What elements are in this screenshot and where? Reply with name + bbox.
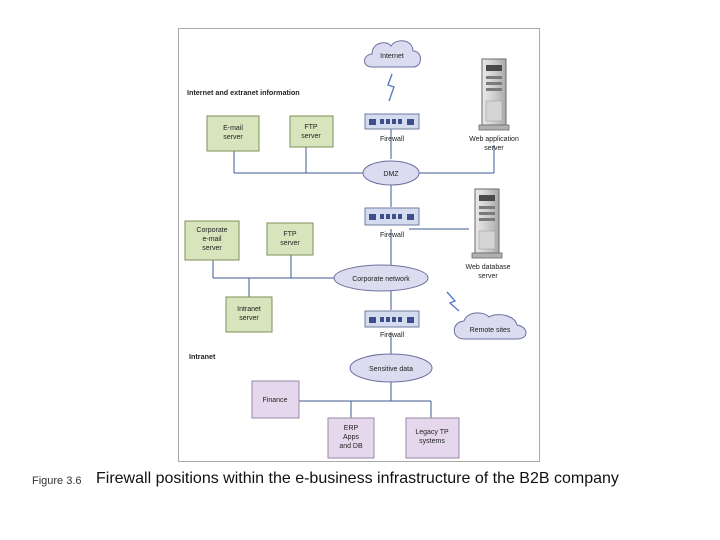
erp-label-3: and DB bbox=[339, 443, 363, 450]
internet-cloud: Internet bbox=[364, 40, 421, 68]
intranet-server-box: Intranet server bbox=[225, 296, 273, 333]
web-app-server-label-1: Web application bbox=[469, 136, 519, 143]
legacy-tp-label-2: systems bbox=[419, 438, 445, 445]
dmz-hub: DMZ bbox=[362, 160, 420, 186]
web-db-server-label-1: Web database bbox=[465, 264, 510, 271]
web-db-server-label-2: server bbox=[478, 273, 498, 280]
firewall-middle-label: Firewall bbox=[380, 232, 405, 239]
intranet-server-label-2: server bbox=[239, 315, 259, 322]
sensitive-data-label: Sensitive data bbox=[369, 366, 413, 373]
email-server-box: E-mail server bbox=[206, 115, 260, 152]
erp-box: ERP Apps and DB bbox=[327, 417, 375, 459]
figure-caption: Firewall positions within the e-business… bbox=[96, 470, 619, 487]
web-database-server: Web database server bbox=[465, 188, 511, 280]
ftp-server-mid-label-1: FTP bbox=[283, 231, 297, 238]
ftp-server-top-label-1: FTP bbox=[304, 124, 318, 131]
web-application-server: Web application server bbox=[469, 58, 519, 152]
corporate-email-server-box: Corporate e-mail server bbox=[184, 220, 240, 261]
remote-lightning-icon bbox=[446, 291, 460, 312]
erp-label-2: Apps bbox=[343, 434, 359, 441]
intranet-server-label-1: Intranet bbox=[237, 306, 261, 313]
email-server-label-2: server bbox=[223, 134, 243, 141]
finance-label: Finance bbox=[263, 397, 288, 404]
corporate-network-hub: Corporate network bbox=[333, 264, 429, 292]
ftp-server-top-box: FTP server bbox=[289, 115, 334, 148]
remote-sites-cloud: Remote sites bbox=[453, 312, 527, 340]
erp-label-1: ERP bbox=[344, 425, 359, 432]
firewall-top: Firewall bbox=[364, 113, 420, 143]
legacy-tp-box: Legacy TP systems bbox=[405, 417, 460, 459]
figure-number: Figure 3.6 bbox=[32, 475, 82, 487]
corp-email-label-2: e-mail bbox=[202, 236, 222, 243]
firewall-middle: Firewall bbox=[364, 207, 420, 239]
firewall-bottom: Firewall bbox=[364, 310, 420, 339]
ftp-server-mid-label-2: server bbox=[280, 240, 300, 247]
dmz-label: DMZ bbox=[383, 171, 399, 178]
corp-email-label-3: server bbox=[202, 245, 222, 252]
corp-email-label-1: Corporate bbox=[196, 227, 227, 234]
firewall-network-diagram: Internet and extranet information Intran… bbox=[184, 40, 527, 459]
corporate-network-label: Corporate network bbox=[352, 276, 410, 283]
diagram-frame: Internet and extranet information Intran… bbox=[178, 28, 540, 462]
sensitive-data-hub: Sensitive data bbox=[349, 353, 433, 383]
internet-label: Internet bbox=[380, 53, 404, 60]
email-server-label-1: E-mail bbox=[223, 125, 243, 132]
ftp-server-mid-box: FTP server bbox=[266, 222, 314, 256]
ftp-server-top-label-2: server bbox=[301, 133, 321, 140]
internet-lightning-icon bbox=[387, 73, 395, 102]
section-label-intranet: Intranet bbox=[189, 352, 216, 361]
web-app-server-label-2: server bbox=[484, 145, 504, 152]
section-label-internet-extranet: Internet and extranet information bbox=[187, 88, 300, 97]
firewall-top-label: Firewall bbox=[380, 136, 405, 143]
finance-box: Finance bbox=[251, 380, 300, 419]
remote-sites-label: Remote sites bbox=[470, 327, 511, 334]
legacy-tp-label-1: Legacy TP bbox=[415, 429, 449, 436]
firewall-bottom-label: Firewall bbox=[380, 332, 405, 339]
